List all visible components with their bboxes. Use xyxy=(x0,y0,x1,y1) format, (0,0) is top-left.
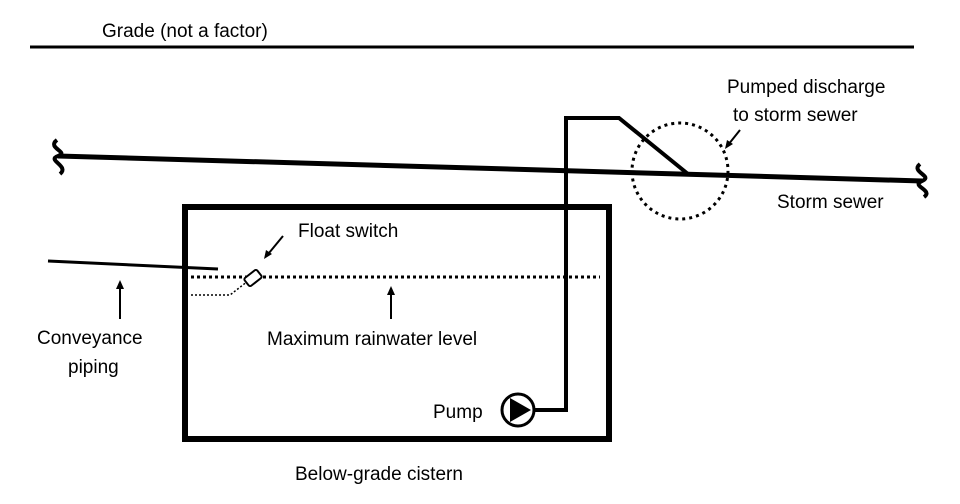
float-switch-cord xyxy=(191,280,249,296)
max-level-pointer-arrowhead xyxy=(387,286,395,295)
float-switch-pointer-arrowhead xyxy=(264,250,272,259)
cistern-box xyxy=(182,204,612,442)
float-switch-label: Float switch xyxy=(298,221,398,242)
grade-label: Grade (not a factor) xyxy=(102,21,268,42)
float-switch-icon xyxy=(243,268,263,288)
storm-sewer-label: Storm sewer xyxy=(777,192,884,213)
float-switch-pointer-arrow xyxy=(268,235,284,254)
conveyance-label-line1: Conveyance xyxy=(37,328,143,349)
discharge-pipe xyxy=(531,116,690,412)
pump-icon xyxy=(500,392,536,428)
discharge-callout-circle xyxy=(630,121,730,221)
discharge-pointer-arrowhead xyxy=(725,140,733,149)
conveyance-label-line2: piping xyxy=(68,357,119,378)
pumped-discharge-label-line1: Pumped discharge xyxy=(727,77,885,98)
pump-label: Pump xyxy=(433,402,483,423)
cistern-label: Below-grade cistern xyxy=(295,464,463,485)
pipe-break-left-icon xyxy=(52,138,65,176)
storm-sewer-pipe xyxy=(52,138,929,199)
max-level-label: Maximum rainwater level xyxy=(267,329,477,350)
pumped-discharge-label-line2: to storm sewer xyxy=(733,105,858,126)
pipe-break-right-icon xyxy=(915,162,929,199)
conveyance-pointer-arrowhead xyxy=(116,280,124,289)
conveyance-pipe xyxy=(47,259,219,271)
